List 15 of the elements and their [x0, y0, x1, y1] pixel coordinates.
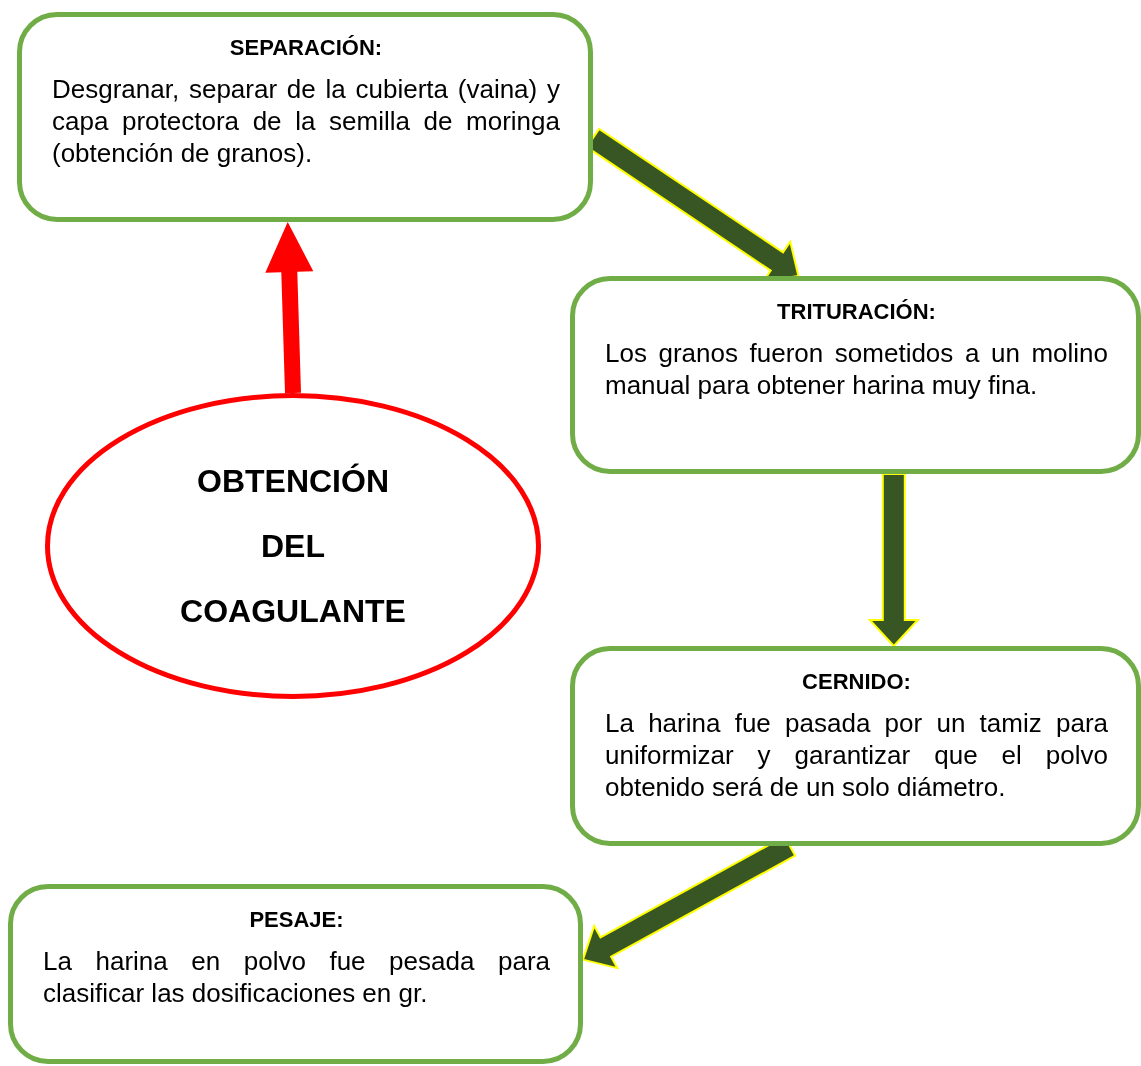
step-heading: TRITURACIÓN: — [776, 299, 937, 325]
step-heading: CERNIDO: — [801, 669, 912, 695]
block-arrow — [265, 222, 314, 394]
step-description: La harina fue pasada por un tamiz para uniformizar y garantizar que el polvo obtenido será de un solo diámetro. — [605, 707, 1108, 803]
step-heading: SEPARACIÓN: — [228, 35, 384, 61]
process-box — [570, 276, 1141, 474]
ellipse-title: OBTENCIÓN DEL COAGULANTE — [179, 461, 407, 631]
block-arrow — [867, 473, 921, 648]
process-box — [17, 12, 593, 222]
step-description: Los granos fueron sometidos a un molino manual para obtener harina muy fina. — [605, 337, 1108, 401]
process-box — [8, 884, 583, 1064]
step-description: La harina en polvo fue pesada para clasificar las dosificaciones en gr. — [43, 945, 550, 1009]
step-heading: PESAJE: — [248, 907, 345, 933]
process-box — [570, 646, 1141, 846]
step-description: Desgranar, separar de la cubierta (vaina) y capa protectora de la semilla de moringa (obtención de granos). — [52, 73, 560, 169]
